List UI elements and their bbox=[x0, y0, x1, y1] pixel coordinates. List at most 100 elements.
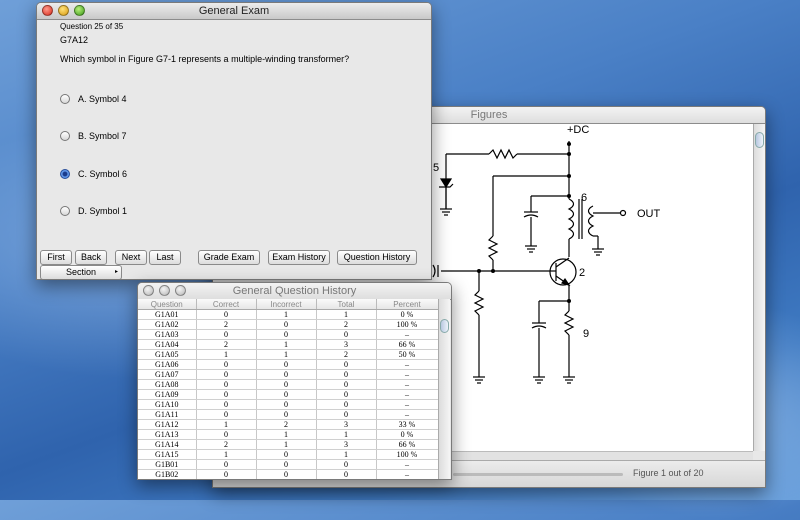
column-header[interactable]: Total bbox=[316, 299, 377, 310]
table-cell: 0 bbox=[196, 409, 257, 420]
column-header[interactable]: Incorrect bbox=[256, 299, 317, 310]
table-cell: 1 bbox=[196, 449, 257, 460]
option-a-label[interactable]: A. Symbol 4 bbox=[78, 94, 127, 104]
close-button[interactable] bbox=[143, 285, 154, 296]
exam-window: General Exam Question 25 of 35 G7A12 Whi… bbox=[36, 2, 432, 280]
option-d-radio[interactable] bbox=[60, 206, 70, 216]
table-cell: 2 bbox=[256, 419, 317, 430]
grade-exam-button[interactable]: Grade Exam bbox=[198, 250, 260, 265]
column-header[interactable]: Question bbox=[138, 299, 197, 310]
table-cell: 1 bbox=[256, 439, 317, 450]
table-cell: G1A04 bbox=[138, 339, 197, 350]
window-controls bbox=[42, 5, 85, 16]
table-cell: – bbox=[376, 389, 438, 400]
table-cell: 0 bbox=[196, 379, 257, 390]
table-cell: 0 bbox=[256, 329, 317, 340]
first-button[interactable]: First bbox=[40, 250, 72, 265]
table-cell: 0 bbox=[256, 409, 317, 420]
table-cell: 0 bbox=[256, 449, 317, 460]
label-out: OUT bbox=[637, 208, 661, 220]
table-cell: 0 bbox=[316, 399, 377, 410]
next-button[interactable]: Next bbox=[115, 250, 147, 265]
table-cell: 1 bbox=[196, 349, 257, 360]
column-header[interactable]: Correct bbox=[196, 299, 257, 310]
label-2: 2 bbox=[579, 267, 585, 279]
schematic-figure: +DC 5 6 OUT 2 9 bbox=[432, 124, 661, 384]
minimize-button[interactable] bbox=[159, 285, 170, 296]
history-scrollbar[interactable] bbox=[438, 299, 450, 479]
table-cell: G1A14 bbox=[138, 439, 197, 450]
question-counter: Question 25 of 35 bbox=[60, 22, 124, 31]
zoom-button[interactable] bbox=[74, 5, 85, 16]
table-cell: – bbox=[376, 359, 438, 370]
table-cell: 0 bbox=[316, 389, 377, 400]
question-id: G7A12 bbox=[60, 35, 89, 45]
figures-scroll-thumb[interactable] bbox=[755, 132, 764, 148]
section-popup-button[interactable]: Section ▸ bbox=[40, 265, 122, 279]
question-text: Which symbol in Figure G7-1 represents a… bbox=[60, 54, 350, 64]
table-cell: 100 % bbox=[376, 449, 438, 460]
table-cell: 0 bbox=[256, 469, 317, 479]
option-a-radio[interactable] bbox=[60, 94, 70, 104]
table-cell: G1A09 bbox=[138, 389, 197, 400]
figure-slider-track[interactable] bbox=[453, 473, 623, 476]
figures-scrollbar[interactable] bbox=[753, 124, 765, 451]
history-scroll-thumb[interactable] bbox=[440, 319, 449, 333]
table-cell: 0 bbox=[196, 469, 257, 479]
back-button[interactable]: Back bbox=[75, 250, 107, 265]
option-b-label[interactable]: B. Symbol 7 bbox=[78, 131, 127, 141]
minimize-button[interactable] bbox=[58, 5, 69, 16]
table-cell: 1 bbox=[316, 429, 377, 440]
table-cell: G1B01 bbox=[138, 459, 197, 470]
table-cell: 66 % bbox=[376, 339, 438, 350]
table-cell: 66 % bbox=[376, 439, 438, 450]
table-cell: 0 bbox=[196, 359, 257, 370]
option-c-radio[interactable] bbox=[60, 169, 70, 179]
option-b-radio[interactable] bbox=[60, 131, 70, 141]
table-cell: 3 bbox=[316, 419, 377, 430]
label-dc: +DC bbox=[567, 124, 589, 136]
table-cell: – bbox=[376, 399, 438, 410]
table-cell: 2 bbox=[316, 349, 377, 360]
table-cell: 0 bbox=[316, 369, 377, 380]
option-d-label[interactable]: D. Symbol 1 bbox=[78, 206, 128, 216]
zoom-button[interactable] bbox=[175, 285, 186, 296]
table-cell: – bbox=[376, 379, 438, 390]
history-window-controls bbox=[143, 285, 186, 296]
option-c-label[interactable]: C. Symbol 6 bbox=[78, 169, 128, 179]
popup-arrow-icon: ▸ bbox=[114, 269, 118, 275]
close-button[interactable] bbox=[42, 5, 53, 16]
table-cell: 1 bbox=[256, 339, 317, 350]
exam-history-button[interactable]: Exam History bbox=[268, 250, 330, 265]
exam-title: General Exam bbox=[198, 5, 270, 17]
column-header[interactable]: Percent bbox=[376, 299, 438, 310]
table-cell: 0 bbox=[256, 319, 317, 330]
table-cell: 2 bbox=[196, 439, 257, 450]
figures-hscrollbar[interactable] bbox=[213, 451, 753, 460]
table-cell: G1A05 bbox=[138, 349, 197, 360]
table-cell: G1A03 bbox=[138, 329, 197, 340]
table-cell: 0 bbox=[196, 429, 257, 440]
table-cell: G1A07 bbox=[138, 369, 197, 380]
last-button[interactable]: Last bbox=[149, 250, 181, 265]
question-history-button[interactable]: Question History bbox=[337, 250, 417, 265]
